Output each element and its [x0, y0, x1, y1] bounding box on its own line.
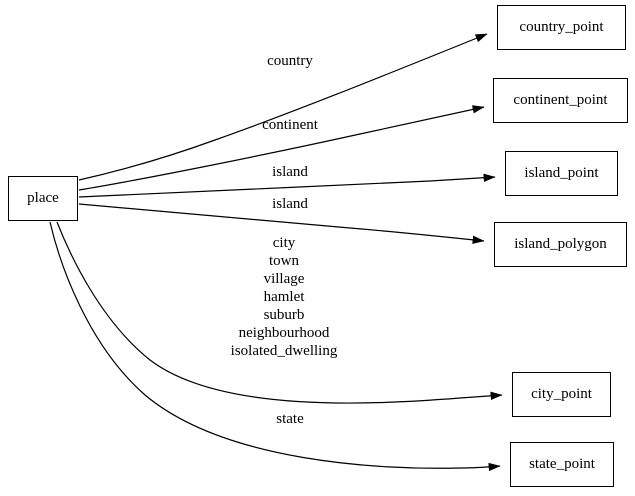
edge-label-line: hamlet: [263, 289, 305, 305]
node-island_polygon[interactable]: island_polygon: [494, 222, 627, 267]
edge-label-line: town: [269, 253, 299, 269]
edge-place-to-city_point: [56, 221, 503, 404]
node-continent_point[interactable]: continent_point: [493, 78, 628, 123]
node-label: island_polygon: [514, 236, 607, 252]
node-country_point[interactable]: country_point: [497, 5, 626, 50]
edge-label-line: village: [263, 271, 305, 287]
edge-label-place-to-continent_point: continent: [262, 117, 318, 133]
edge-label-place-to-state_point: state: [276, 411, 304, 427]
edge-label-line: isolated_dwelling: [230, 343, 338, 359]
edge-label-line: city: [272, 235, 296, 251]
node-label: country_point: [519, 19, 604, 35]
node-label: island_point: [524, 165, 599, 181]
edge-place-to-island_polygon: [78, 203, 485, 245]
node-label: place: [27, 190, 59, 206]
edge-label-place-to-island_polygon: island: [272, 196, 308, 212]
node-city_point[interactable]: city_point: [512, 372, 611, 417]
node-label: state_point: [529, 456, 595, 472]
edge-place-to-continent_point: [78, 105, 485, 191]
edge-place-to-country_point: [78, 33, 488, 181]
node-label: city_point: [531, 386, 592, 402]
edge-label-line: neighbourhood: [238, 325, 330, 341]
edge-place-to-state_point: [49, 221, 501, 472]
edge-label-place-to-city_point: city town village hamlet suburb neighbourhood…: [231, 234, 338, 360]
node-island_point[interactable]: island_point: [505, 151, 618, 196]
edge-place-to-island_point: [78, 173, 496, 198]
edge-label-line: suburb: [263, 307, 305, 323]
node-place[interactable]: place: [8, 176, 78, 221]
node-label: continent_point: [513, 92, 608, 108]
edge-label-place-to-country_point: country: [267, 53, 313, 69]
edge-label-place-to-island_point: island: [272, 164, 308, 180]
node-state_point[interactable]: state_point: [510, 442, 614, 487]
